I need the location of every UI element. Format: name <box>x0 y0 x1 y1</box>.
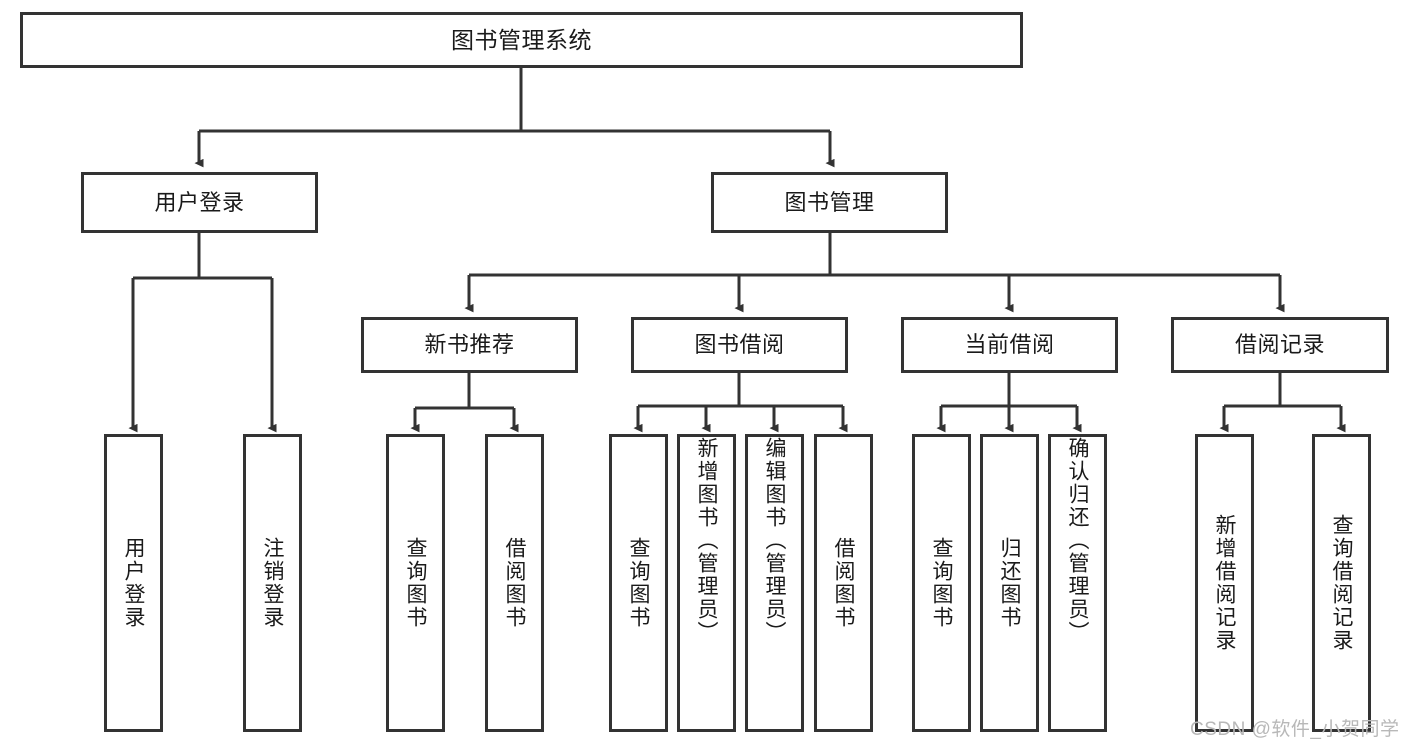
node-label: 注销登录 <box>261 537 284 629</box>
node-label: 图书借阅 <box>694 332 785 358</box>
node-label: 新书推荐 <box>424 332 515 358</box>
node-label: 借阅记录 <box>1234 332 1325 358</box>
node-new-book-recommend[interactable]: 新书推荐 <box>361 317 578 373</box>
leaf-current-borrow-query-book[interactable]: 查询图书 <box>912 434 971 732</box>
leaf-new-book-borrow-book[interactable]: 借阅图书 <box>485 434 544 732</box>
node-label: 当前借阅 <box>964 332 1055 358</box>
leaf-book-borrow-borrow-book[interactable]: 借阅图书 <box>814 434 873 732</box>
leaf-book-borrow-query-book[interactable]: 查询图书 <box>609 434 668 732</box>
leaf-user-login-login[interactable]: 用户登录 <box>104 434 163 732</box>
node-label: 新增借阅记录 <box>1213 514 1236 652</box>
leaf-user-login-logout[interactable]: 注销登录 <box>243 434 302 732</box>
node-label: 查询图书 <box>930 537 953 629</box>
node-label: 图书管理 <box>784 189 875 215</box>
node-borrow-record[interactable]: 借阅记录 <box>1171 317 1389 373</box>
node-user-login[interactable]: 用户登录 <box>81 172 318 233</box>
node-root-book-management-system[interactable]: 图书管理系统 <box>20 12 1023 68</box>
node-label: 图书管理系统 <box>451 26 592 53</box>
node-label: 确认归还（管理员） <box>1066 437 1089 644</box>
node-label: 借阅图书 <box>832 537 855 629</box>
leaf-borrow-record-add-record[interactable]: 新增借阅记录 <box>1195 434 1254 732</box>
watermark-text: CSDN @软件_小贺同学 <box>1190 719 1400 740</box>
node-book-borrow[interactable]: 图书借阅 <box>631 317 848 373</box>
node-current-borrow[interactable]: 当前借阅 <box>901 317 1118 373</box>
node-label: 查询图书 <box>627 537 650 629</box>
node-label: 用户登录 <box>154 189 245 215</box>
node-label: 归还图书 <box>998 537 1021 629</box>
node-book-management[interactable]: 图书管理 <box>711 172 948 233</box>
node-label: 查询借阅记录 <box>1330 514 1353 652</box>
leaf-borrow-record-query-record[interactable]: 查询借阅记录 <box>1312 434 1371 732</box>
leaf-current-borrow-confirm-return[interactable]: 确认归还（管理员） <box>1048 434 1107 732</box>
node-label: 用户登录 <box>122 537 145 629</box>
node-label: 新增图书（管理员） <box>695 437 718 644</box>
node-label: 编辑图书（管理员） <box>763 437 786 644</box>
node-label: 借阅图书 <box>503 537 526 629</box>
node-label: 查询图书 <box>404 537 427 629</box>
leaf-current-borrow-return-book[interactable]: 归还图书 <box>980 434 1039 732</box>
leaf-new-book-query-book[interactable]: 查询图书 <box>386 434 445 732</box>
leaf-book-borrow-edit-book[interactable]: 编辑图书（管理员） <box>745 434 804 732</box>
leaf-book-borrow-add-book[interactable]: 新增图书（管理员） <box>677 434 736 732</box>
